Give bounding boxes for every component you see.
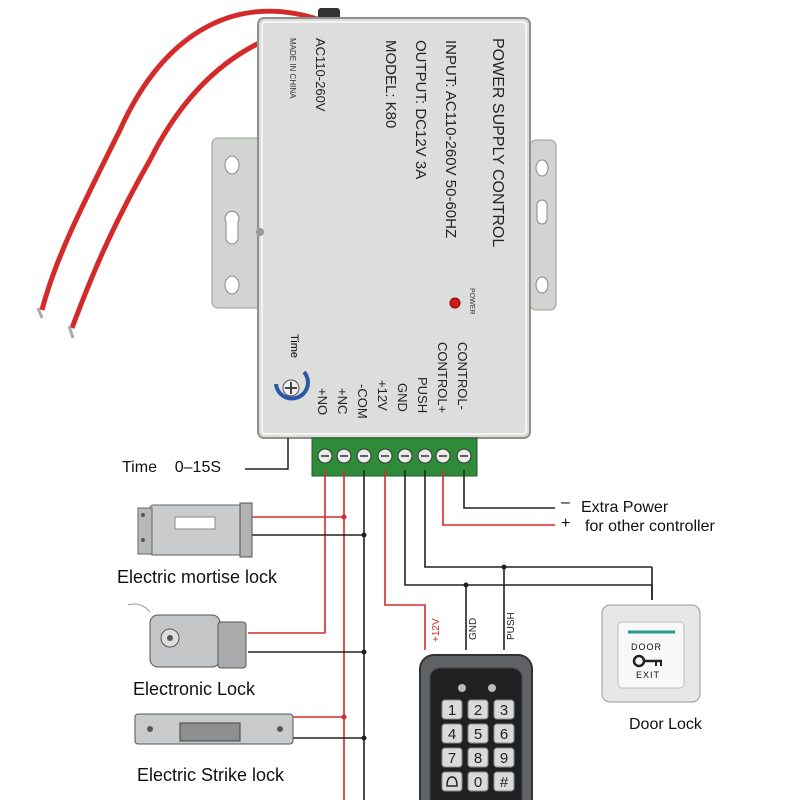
extra-plus-sign: + <box>561 515 571 532</box>
mounting-ear-right <box>529 139 557 311</box>
terminal-label-no: +NO <box>315 388 330 416</box>
keypad-key-8[interactable]: 8 <box>467 747 489 768</box>
keypad-key-label: 3 <box>500 702 508 719</box>
time-knob-label: Time <box>288 334 300 359</box>
terminal-label-control-minus: CONTROL- <box>455 342 470 410</box>
device-made-in: MADE IN CHINA <box>288 38 297 99</box>
terminal-label-gnd: GND <box>395 383 410 412</box>
keypad-key-label: 5 <box>474 726 482 743</box>
keypad-key-label: 2 <box>474 702 482 719</box>
device-input: INPUT: AC110-260V 50-60HZ <box>442 40 459 239</box>
strike-lock-label: Electric Strike lock <box>137 765 285 785</box>
keypad-key-label: 7 <box>448 750 456 767</box>
door-exit-button[interactable] <box>601 604 701 703</box>
mortise-lock-image <box>137 502 253 558</box>
power-led-label: POWER <box>468 288 475 315</box>
keypad-key-label: 9 <box>500 750 508 767</box>
mortise-lock-label: Electric mortise lock <box>117 567 278 587</box>
exit-button-exit-text: EXIT <box>636 670 661 680</box>
keypad-key-1[interactable]: 1 <box>441 699 463 720</box>
device-ac-range: AC110-260V <box>313 38 328 112</box>
keypad-key-label: 0 <box>474 774 482 791</box>
keypad-key-bell-icon[interactable] <box>441 771 463 792</box>
terminal-label-control-plus: CONTROL+ <box>435 342 450 414</box>
keypad-wire-push: PUSH <box>506 612 517 640</box>
keypad-key-4[interactable]: 4 <box>441 723 463 744</box>
terminal-label-com: -COM <box>355 384 370 419</box>
exit-button-door-text: DOOR <box>631 642 662 652</box>
keypad-key-9[interactable]: 9 <box>493 747 515 768</box>
terminal-label-12v: +12V <box>375 380 390 411</box>
bell-icon <box>446 776 458 787</box>
electronic-lock-image <box>127 603 247 669</box>
terminal-label-push: PUSH <box>415 377 430 414</box>
keypad-wire-12v: +12V <box>431 618 442 642</box>
terminal-label-nc: +NC <box>335 388 350 415</box>
device-model: MODEL: K80 <box>382 40 399 129</box>
electronic-lock-label: Electronic Lock <box>133 679 256 699</box>
other-controller-label: for other controller <box>585 518 715 535</box>
keypad-key-7[interactable]: 7 <box>441 747 463 768</box>
time-range-label: Time 0–15S <box>122 459 222 476</box>
keypad-key-6[interactable]: 6 <box>493 723 515 744</box>
keypad-key-label: 1 <box>448 702 456 719</box>
keypad-key-label: 4 <box>448 726 456 743</box>
mounting-ear-left <box>211 137 269 309</box>
keypad-key-label: # <box>500 774 509 791</box>
keypad-wire-gnd: GND <box>468 617 479 640</box>
power-led <box>449 297 461 309</box>
time-knob[interactable] <box>274 370 310 401</box>
keypad-key-2[interactable]: 2 <box>467 699 489 720</box>
keypad-key-label: 8 <box>474 750 482 767</box>
extra-power-label: Extra Power <box>581 499 669 516</box>
key-icon <box>632 654 662 668</box>
strike-lock-image <box>134 713 294 745</box>
door-lock-label: Door Lock <box>629 716 702 733</box>
keypad-key-5[interactable]: 5 <box>467 723 489 744</box>
mains-wire-1 <box>39 8 321 311</box>
device-output: OUTPUT: DC12V 3A <box>412 40 429 180</box>
keypad-key-0[interactable]: 0 <box>467 771 489 792</box>
extra-minus-sign: – <box>561 494 570 511</box>
keypad-key-hash[interactable]: # <box>493 771 515 792</box>
device-title: POWER SUPPLY CONTROL <box>489 38 506 248</box>
keypad-key-3[interactable]: 3 <box>493 699 515 720</box>
keypad-key-label: 6 <box>500 726 508 743</box>
wires <box>248 470 653 800</box>
